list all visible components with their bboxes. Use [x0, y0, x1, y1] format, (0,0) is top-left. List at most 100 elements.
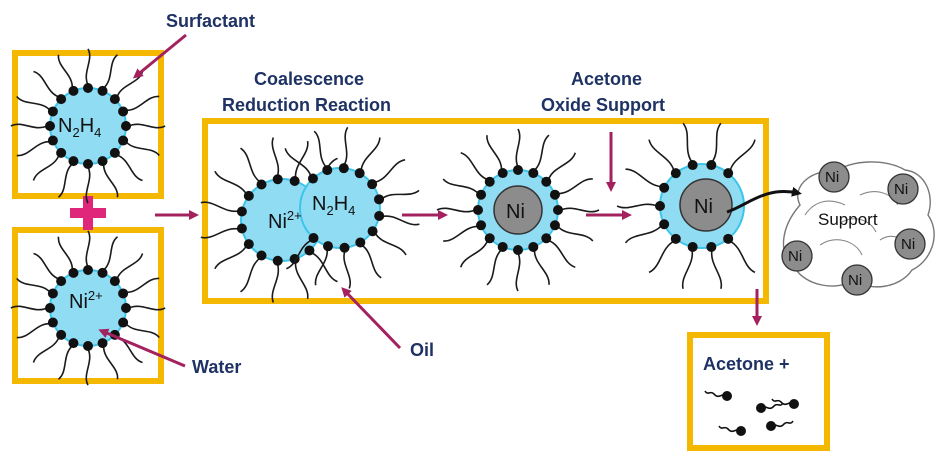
- surfactant-head: [121, 121, 131, 131]
- surfactant-head: [473, 205, 483, 215]
- surfactant-tail: [343, 250, 351, 289]
- surfactant-tail: [381, 215, 420, 226]
- surfactant-head: [497, 241, 508, 252]
- surfactant-head: [355, 237, 366, 248]
- nickel-ion-micelle: [10, 230, 166, 386]
- nickel-ion-formula: Ni2+: [69, 288, 103, 313]
- surfactant-head: [47, 317, 58, 328]
- surfactant-tail: [271, 263, 280, 303]
- surfactant-head: [528, 241, 539, 252]
- surfactant-tail: [214, 170, 248, 195]
- water-pointer-arrow: [98, 328, 186, 368]
- surfactant-head: [484, 176, 495, 187]
- surfactant-tail: [560, 207, 600, 213]
- surfactant-head: [374, 210, 385, 221]
- coalescing-micelle-right: [284, 126, 420, 289]
- acetone-head: [766, 421, 776, 431]
- surfactant-head: [513, 165, 523, 175]
- surfactant-head: [236, 223, 247, 234]
- surfactant-tail: [200, 201, 240, 213]
- surfactant-head: [367, 226, 378, 237]
- surfactant-head: [236, 206, 247, 217]
- oil-label: Oil: [410, 340, 434, 360]
- surfactant-tail: [57, 345, 73, 380]
- surfactant-tail: [16, 95, 51, 111]
- surfactant-tail: [128, 305, 166, 311]
- surfactant-head: [256, 179, 267, 190]
- surfactant-tail: [624, 224, 663, 244]
- nickel-core-1-label: Ni: [506, 201, 525, 223]
- surfactant-head: [528, 168, 539, 179]
- surfactant-tail: [214, 245, 248, 270]
- surfactant-head: [56, 147, 67, 158]
- surfactant-head: [339, 242, 350, 253]
- surfactant-tail: [729, 139, 756, 172]
- surfactant-tail: [533, 134, 550, 171]
- surfactant-tail: [557, 178, 593, 195]
- surfactant-head: [322, 241, 333, 252]
- surfactant-tail: [442, 178, 479, 195]
- oil-pointer-arrow: [341, 287, 402, 350]
- surfactant-tail: [711, 122, 722, 163]
- surfactant-head: [56, 94, 67, 105]
- surfactant-tail: [374, 158, 406, 184]
- surfactant-tail: [343, 126, 349, 166]
- surfactant-tail: [729, 240, 756, 274]
- surfactant-head: [670, 233, 681, 244]
- surfactant-head: [553, 205, 563, 215]
- surfactant-tail: [102, 163, 119, 198]
- surfactant-tail: [125, 277, 160, 294]
- surfactant-tail: [85, 48, 91, 86]
- surfactant-head: [308, 232, 319, 243]
- surfactant-pointer-arrow: [132, 33, 187, 79]
- surfactant-head: [367, 179, 378, 190]
- surfactant-head: [655, 201, 665, 211]
- surfactant-tail: [486, 249, 503, 286]
- surfactant-head: [68, 267, 79, 278]
- acetone-box: [687, 332, 830, 451]
- water-label: Water: [192, 357, 241, 377]
- surfactant-head: [541, 176, 552, 187]
- surfactant-head: [307, 173, 318, 184]
- surfactant-tail: [311, 251, 338, 283]
- support-nickel-particle: [818, 161, 850, 193]
- plus-icon: [70, 196, 106, 230]
- surfactant-tail: [10, 123, 48, 129]
- surfactant-head: [118, 288, 129, 299]
- surfactant-tail: [16, 140, 51, 157]
- surfactant-head: [97, 267, 108, 278]
- surfactant-tail: [103, 54, 119, 89]
- surfactant-tail: [10, 305, 48, 311]
- surfactant-head: [687, 241, 698, 252]
- support-nickel-label: Ni: [901, 236, 915, 253]
- surfactant-label: Surfactant: [166, 11, 255, 31]
- surfactant-head: [118, 135, 129, 146]
- surfactant-head: [513, 245, 523, 255]
- acetone-head: [736, 426, 746, 436]
- surfactant-tail: [557, 225, 594, 242]
- acetone-head: [756, 403, 766, 413]
- surfactant-head: [687, 160, 698, 171]
- surfactant-head: [56, 329, 67, 340]
- surfactant-head: [118, 317, 129, 328]
- surfactant-head: [659, 219, 670, 230]
- surfactant-tail: [116, 336, 143, 364]
- surfactant-head: [659, 182, 670, 193]
- nickel-core-2-label: Ni: [694, 196, 713, 218]
- surfactant-tail: [16, 277, 51, 293]
- support-nickel-label: Ni: [848, 272, 862, 289]
- surfactant-tail: [625, 168, 662, 188]
- surfactant-tail: [313, 130, 327, 168]
- surfactant-tail: [381, 189, 420, 200]
- surfactant-tail: [616, 203, 658, 209]
- surfactant-head: [497, 168, 508, 179]
- support-nickel-label: Ni: [894, 181, 908, 198]
- surfactant-tail: [533, 249, 550, 285]
- surfactant-tail: [374, 232, 407, 256]
- surfactant-tail: [57, 54, 74, 89]
- surfactant-tail: [459, 240, 489, 268]
- surfactant-head: [68, 85, 79, 96]
- surfactant-tail: [103, 236, 119, 271]
- surfactant-tail: [515, 252, 521, 292]
